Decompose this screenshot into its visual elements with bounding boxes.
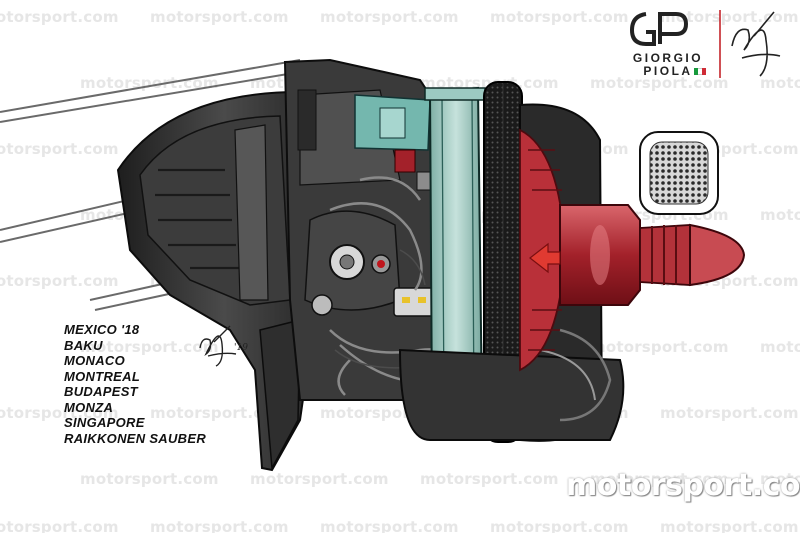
- race-location-item: MEXICO '18: [64, 322, 140, 337]
- race-location-item: RAIKKONEN SAUBER: [64, 430, 207, 446]
- race-location-item: BAKU: [64, 337, 103, 353]
- race-location-item: MONTREAL: [64, 368, 141, 384]
- giorgio-piola-logo: GIORGIO PIOLA: [624, 6, 794, 84]
- artist-signature-icon: [199, 325, 237, 367]
- race-location-item: SINGAPORE: [64, 415, 145, 430]
- race-location-item: MONACO: [64, 353, 126, 368]
- airflow-arrow-icon: [529, 242, 561, 274]
- race-location-item: BUDAPEST: [64, 384, 138, 399]
- motorsport-watermark-large: motorsport.com: [566, 468, 800, 503]
- italian-flag-icon: [694, 68, 706, 75]
- race-location-item: MONZA: [64, 399, 114, 415]
- signature-year: '19: [234, 343, 248, 353]
- logo-name-text: GIORGIO PIOLA: [632, 51, 704, 78]
